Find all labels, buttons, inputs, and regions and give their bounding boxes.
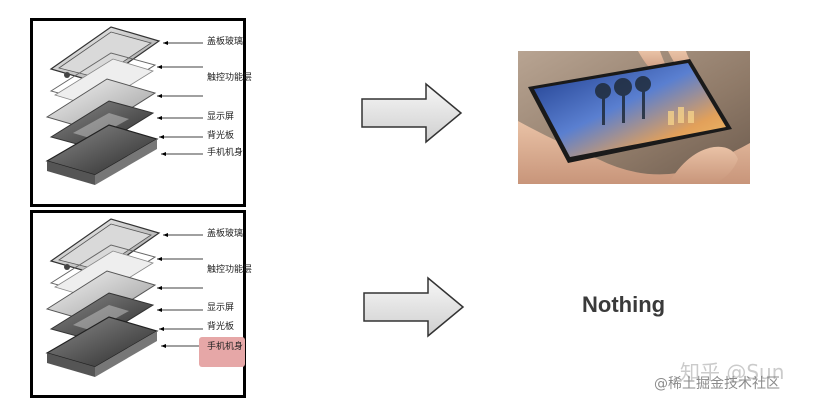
right-arrow-icon bbox=[361, 82, 463, 144]
phone-in-hand-photo bbox=[518, 51, 750, 184]
right-arrow-icon bbox=[363, 276, 465, 338]
layer-label-cover-glass: 盖板玻璃 bbox=[207, 229, 244, 239]
layer-label-backlight: 背光板 bbox=[207, 131, 235, 141]
layer-label-touch: 触控功能层 bbox=[207, 73, 253, 83]
phone-layers-illustration bbox=[45, 26, 203, 185]
layer-label-backlight: 背光板 bbox=[207, 322, 235, 332]
watermark-juejin: @稀土掘金技术社区 bbox=[654, 376, 780, 392]
highlight-body-layer bbox=[199, 337, 245, 367]
layer-label-body-highlighted: 手机机身 bbox=[207, 342, 244, 352]
exploded-diagram-top: 盖板玻璃 触控功能层 显示屏 背光板 手机机身 bbox=[30, 18, 252, 207]
nothing-result-text: Nothing bbox=[582, 292, 666, 317]
layer-label-body: 手机机身 bbox=[207, 148, 244, 158]
watermark-zhihu: 知乎 @Sun bbox=[680, 360, 785, 384]
exploded-diagram-bottom: 盖板玻璃 触控功能层 显示屏 背光板 手机机身 bbox=[30, 210, 252, 398]
layer-label-cover-glass: 盖板玻璃 bbox=[207, 37, 244, 47]
layer-label-touch: 触控功能层 bbox=[207, 265, 253, 275]
layer-label-display: 显示屏 bbox=[207, 112, 235, 122]
phone-layers-illustration bbox=[45, 218, 203, 377]
layer-label-display: 显示屏 bbox=[207, 303, 235, 313]
